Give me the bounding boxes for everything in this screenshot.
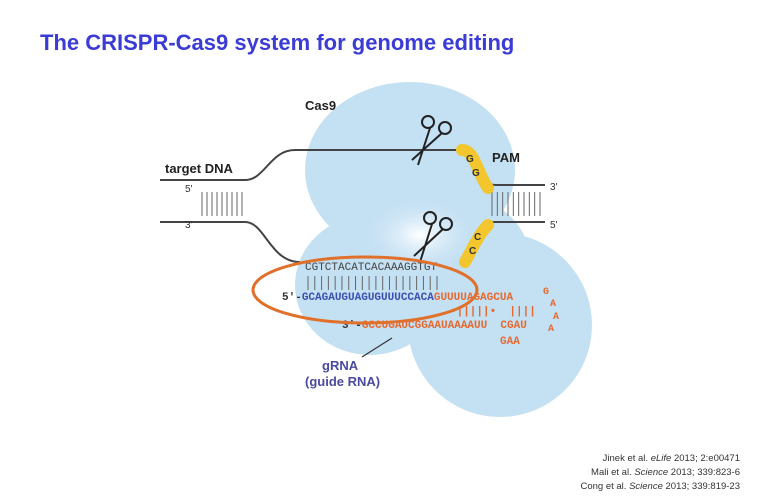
end-label: 5' [185, 184, 193, 195]
end-label: 3' [550, 182, 558, 193]
slide-title: The CRISPR-Cas9 system for genome editin… [40, 30, 515, 55]
cas9-label: Cas9 [305, 98, 336, 113]
target-dna-label: target DNA [165, 161, 234, 176]
dna-base-pairs-left [201, 192, 243, 216]
highlight-ellipse [251, 255, 479, 325]
scissors-icon [411, 115, 452, 166]
scissors-icon [413, 211, 453, 263]
scaffold-pairing: •|||||• |||| [450, 306, 536, 318]
reference: Jinek et al. eLife 2013; 2:e00471 [602, 453, 740, 464]
grna-pointer [361, 337, 393, 358]
grna-sublabel: (guide RNA) [305, 374, 380, 389]
end-label: 3' [185, 220, 193, 231]
pam-bottom: C C [459, 219, 494, 268]
svg-text:C: C [474, 232, 481, 243]
rna-dna-pairs [307, 276, 438, 290]
guide-sequence: GCAGAUGUAGUGUUUCCACA [302, 292, 434, 304]
reference: Cong et al. Science 2013; 339:819-23 [580, 481, 740, 492]
svg-text:G: G [466, 154, 474, 165]
loop-bottom: GAA [500, 336, 520, 348]
grna-label: gRNA [322, 358, 359, 373]
grna-strand: 5'-GCAGAUGUAGUGUUUCCACAGUUUUAGAGCUA [282, 292, 513, 304]
svg-text:C: C [469, 246, 476, 257]
reference: Mali et al. Science 2013; 339:823-6 [591, 467, 740, 478]
pam-label: PAM [492, 150, 520, 165]
svg-text:A: A [550, 299, 556, 310]
dna-base-pairs-right [491, 192, 541, 216]
tetraloop: G A A A [543, 287, 559, 335]
target-sequence: CGTCTACATCACAAAGGTGT [305, 262, 437, 274]
svg-text:G: G [472, 168, 480, 179]
references: Jinek et al. eLife 2013; 2:e00471 Mali e… [580, 452, 740, 494]
svg-text:A: A [548, 324, 554, 335]
pam-top: G G [456, 144, 494, 194]
svg-text:A: A [553, 312, 559, 323]
end-label: 5' [550, 220, 558, 231]
svg-text:G: G [543, 287, 549, 298]
